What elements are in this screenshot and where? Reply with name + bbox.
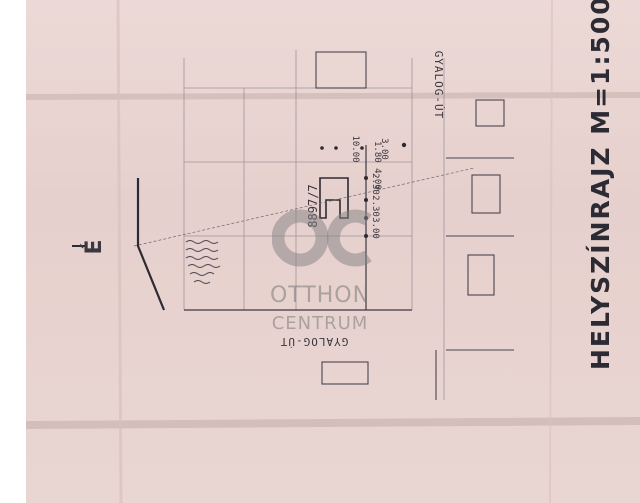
street-label-left: GYALOG-ÚT: [279, 335, 349, 348]
fold-line: [26, 417, 640, 429]
otthon-centrum-logo-icon: [272, 209, 372, 267]
house-footprint: [319, 177, 349, 219]
water-hatch: [185, 240, 221, 284]
street-label-right: GYALOG-ÚT: [432, 50, 445, 120]
fold-line: [116, 0, 123, 503]
neighbour-building: [475, 99, 505, 127]
dimension-label: 10.00: [350, 135, 360, 163]
watermark-line2: CENTRUM: [271, 313, 369, 334]
north-arrow-icon: [136, 178, 166, 311]
neighbour-building: [321, 361, 369, 385]
dimension-label: 2.30: [370, 173, 380, 195]
site-plan-drawing: [26, 0, 640, 503]
fold-line: [549, 0, 553, 503]
neighbour-building: [467, 254, 495, 296]
sight-line: [133, 167, 475, 247]
watermark-line1: OTTHON: [269, 283, 371, 308]
neighbour-building: [315, 51, 367, 89]
neighbour-building: [471, 174, 501, 214]
fold-line: [26, 92, 640, 100]
north-label: É: [82, 239, 107, 255]
dimension-label: 3.00: [379, 138, 389, 160]
